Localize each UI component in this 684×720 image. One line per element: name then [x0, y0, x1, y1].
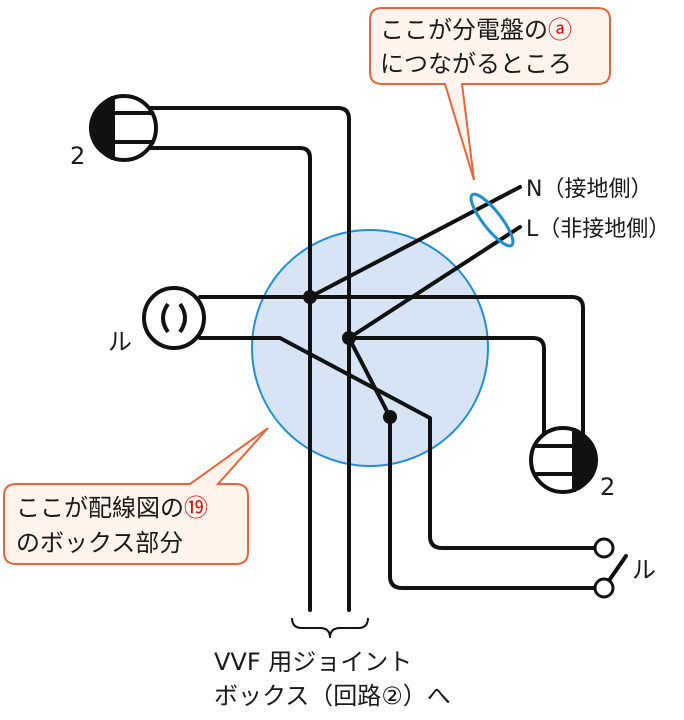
feeder-marker-ellipse: [469, 192, 515, 248]
wire-lamp-top-outer: [125, 106, 351, 612]
callout-top-line2: につながるところ: [380, 50, 572, 78]
svg-text:ここが分電盤のⓐ: ここが分電盤のⓐ: [380, 16, 572, 44]
svg-text:ここが配線図の⑲: ここが配線図の⑲: [16, 494, 208, 522]
wire-neutral: [308, 185, 522, 299]
wire-switch-lower: [347, 336, 598, 590]
junction-dot-switch: [383, 410, 397, 424]
label-lamp-right-number: 2: [600, 473, 615, 501]
callout-left-line1: ここが配線図の: [16, 494, 184, 522]
label-socket: ル: [108, 328, 132, 356]
wire-live: [347, 225, 522, 340]
callout-top-line1: ここが分電盤の: [380, 16, 548, 44]
wire-lamp-right: [347, 336, 546, 442]
label-bottom-line2: ボックス（回路②）へ: [214, 682, 451, 710]
junction-dot-l: [342, 331, 356, 345]
wires: [125, 106, 628, 612]
switch-terminal-bottom: [593, 577, 615, 599]
callout-top: ここが分電盤のⓐ につながるところ: [369, 7, 611, 181]
lamp-right-icon: [529, 426, 599, 494]
junction-dots: [303, 290, 397, 424]
callout-left-line2: のボックス部分: [16, 529, 183, 557]
label-live: L（非接地側）: [526, 217, 670, 242]
wire-lamp-top-inner: [125, 146, 312, 612]
junction-dot-n: [303, 290, 317, 304]
callout-left-marker: ⑲: [184, 494, 208, 522]
callout-top-marker: ⓐ: [548, 16, 572, 44]
switch-lever: [606, 554, 628, 584]
bottom-brace: [291, 617, 369, 639]
wire-socket-bottom: [198, 336, 598, 550]
label-bottom-line1: VVF 用ジョイント: [214, 648, 412, 676]
label-lamp-top-number: 2: [70, 142, 85, 170]
callout-left: ここが配線図の⑲ のボックス部分: [3, 427, 269, 565]
label-switch: ル: [632, 556, 656, 584]
socket-icon: [142, 286, 206, 350]
switch-terminal-top: [593, 537, 615, 559]
wire-socket-top: [198, 295, 585, 442]
lamp-top-icon: [88, 94, 158, 162]
label-neutral: N（接地側）: [526, 177, 652, 202]
